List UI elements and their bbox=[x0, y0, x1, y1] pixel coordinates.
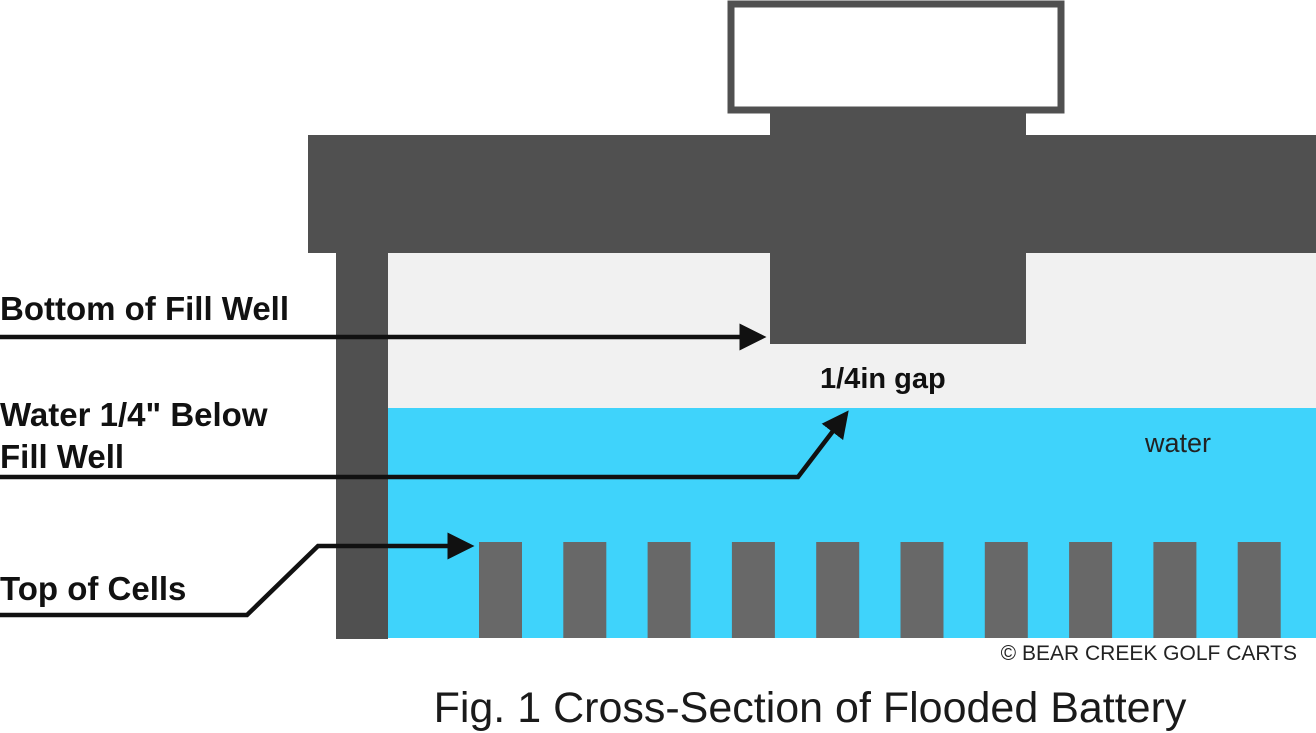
label-water-below-line1: Water 1/4" Below bbox=[0, 396, 268, 433]
fill-well bbox=[770, 112, 1026, 344]
top-of-cells-arrow bbox=[0, 532, 475, 618]
cell-plate bbox=[563, 542, 607, 638]
label-top-of-cells: Top of Cells bbox=[0, 570, 186, 607]
copyright-notice: © BEAR CREEK GOLF CARTS bbox=[1001, 642, 1297, 665]
water-level-arrow bbox=[0, 410, 849, 480]
cell-plate bbox=[1069, 542, 1113, 638]
cell-plate bbox=[984, 542, 1028, 638]
cell-plate bbox=[647, 542, 691, 638]
cell-plate bbox=[900, 542, 944, 638]
cell-plate bbox=[816, 542, 860, 638]
vent-cap bbox=[727, 0, 1065, 114]
cell-plate bbox=[731, 542, 775, 638]
cell-plate bbox=[1153, 542, 1197, 638]
battery-side-wall bbox=[336, 250, 388, 639]
figure-caption: Fig. 1 Cross-Section of Flooded Battery bbox=[434, 684, 1187, 732]
cell-plates bbox=[479, 542, 1281, 638]
label-bottom-of-fill-well: Bottom of Fill Well bbox=[0, 290, 289, 327]
label-water: water bbox=[1144, 428, 1211, 458]
label-water-below-line2: Fill Well bbox=[0, 438, 124, 475]
label-gap: 1/4in gap bbox=[820, 363, 946, 395]
cell-plate bbox=[1237, 542, 1281, 638]
cell-plate bbox=[479, 542, 522, 638]
